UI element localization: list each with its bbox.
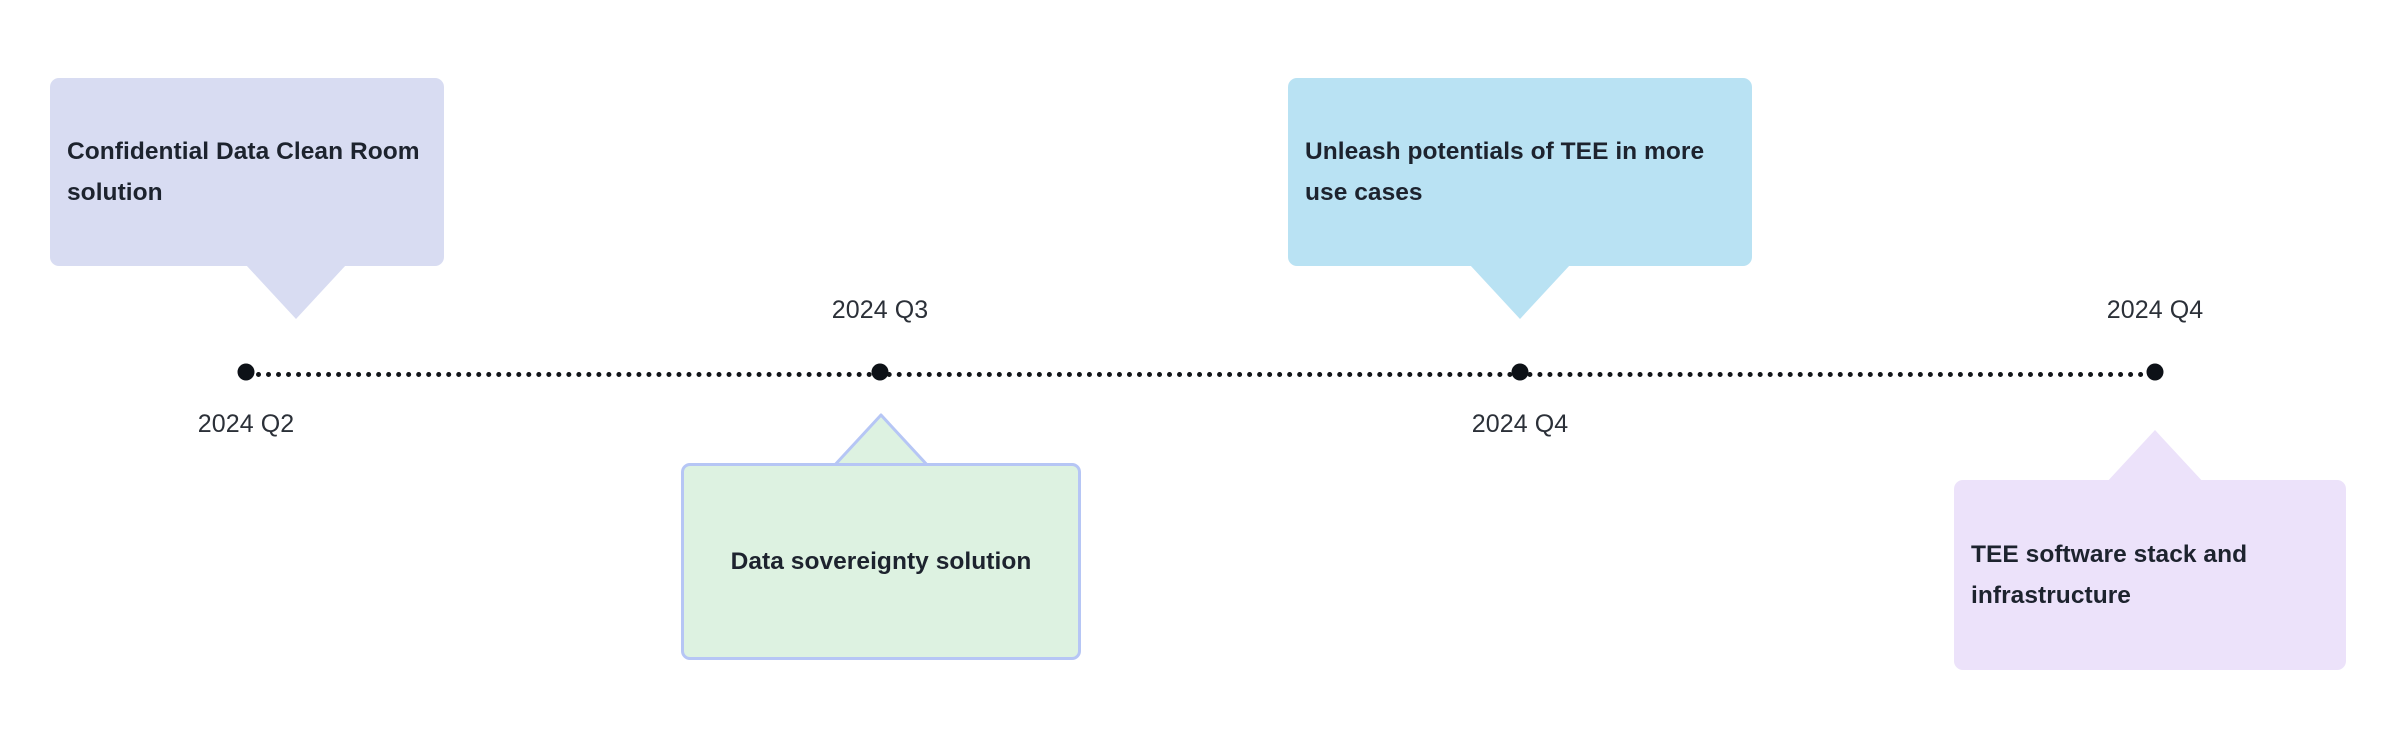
callout-tail-up-icon: [831, 413, 931, 471]
callout-confidential-data-clean-room[interactable]: Confidential Data Clean Room solution: [50, 78, 444, 319]
callout-text: TEE software stack and infrastructure: [1971, 541, 2248, 609]
axis-label-2024-q3: 2024 Q3: [831, 296, 929, 324]
callout-tail-down-icon: [246, 265, 346, 319]
callout-text: Data sovereignty solution: [730, 548, 1032, 575]
callout-text: Confidential Data Clean Room solution: [67, 138, 420, 206]
callout-body: TEE software stack and infrastructure: [1954, 480, 2346, 670]
axis-label-2024-q2: 2024 Q2: [197, 410, 295, 438]
callout-tail-up-icon: [2105, 430, 2205, 484]
milestone-dot-2024-q4-a[interactable]: [1511, 363, 1529, 381]
axis-label-2024-q4-a: 2024 Q4: [1471, 410, 1569, 438]
axis-label-2024-q4-b: 2024 Q4: [2106, 296, 2204, 324]
milestone-dot-2024-q4-b[interactable]: [2146, 363, 2164, 381]
timeline-axis-line: [246, 372, 2155, 377]
callout-body: Confidential Data Clean Room solution: [50, 78, 444, 266]
milestone-dot-2024-q2[interactable]: [237, 363, 255, 381]
callout-unleash-potentials-of-tee[interactable]: Unleash potentials of TEE in more use ca…: [1288, 78, 1752, 319]
callout-tail-down-icon: [1470, 265, 1570, 319]
milestone-dot-2024-q3[interactable]: [871, 363, 889, 381]
callout-body: Unleash potentials of TEE in more use ca…: [1288, 78, 1752, 266]
callout-body: Data sovereignty solution: [681, 463, 1081, 660]
callout-data-sovereignty[interactable]: Data sovereignty solution: [681, 413, 1081, 660]
callout-tee-software-stack[interactable]: TEE software stack and infrastructure: [1954, 430, 2346, 670]
callout-text: Unleash potentials of TEE in more use ca…: [1305, 138, 1705, 206]
